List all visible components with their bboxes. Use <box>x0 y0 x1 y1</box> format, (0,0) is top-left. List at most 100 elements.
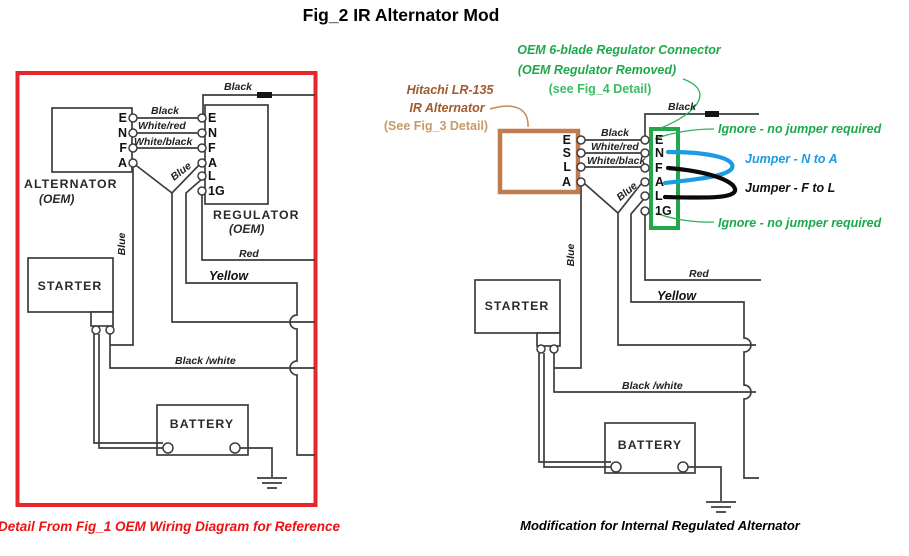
conn-terminal-L <box>640 191 650 201</box>
left-reg-letter: F <box>208 141 216 155</box>
left-reg-letter: N <box>208 126 217 140</box>
left-regulator-label: REGULATOR <box>213 208 300 222</box>
left-battery-terminal-pos <box>162 442 174 454</box>
left-alt-terminal-N <box>128 128 138 138</box>
left-label-black-top: Black <box>224 81 253 93</box>
left-regulator-sub: (OEM) <box>229 222 264 236</box>
left-label-white-black: White/black <box>134 136 194 148</box>
jumper-f-to-l-note: Jumper - F to L <box>745 181 835 195</box>
conn-terminal-E <box>640 135 650 145</box>
left-reg-terminal-E <box>197 113 207 123</box>
left-alt-terminal-E <box>128 113 138 123</box>
oem-connector-box <box>649 127 680 230</box>
right-wire-blue-vertical <box>554 186 582 369</box>
left-starter-box <box>27 257 114 313</box>
right-label-black-white: Black /white <box>622 380 683 392</box>
left-alternator-sub: (OEM) <box>39 192 74 206</box>
left-reg-letter: 1G <box>208 184 225 198</box>
ir-letter: S <box>563 146 571 160</box>
left-wire-blue-vertical <box>110 163 134 346</box>
left-starter-terminal-2 <box>105 325 115 335</box>
left-label-white-red: White/red <box>138 120 186 132</box>
ir-terminal-A <box>576 177 586 187</box>
left-cable-b <box>98 334 163 449</box>
left-regulator-box <box>204 104 269 205</box>
left-label-blue-diag: Blue <box>168 160 193 184</box>
right-starter-box <box>474 279 561 334</box>
left-starter-terminal-1 <box>91 325 101 335</box>
conn-terminal-A <box>640 177 650 187</box>
conn-terminal-F <box>640 163 650 173</box>
left-alt-terminal-A <box>128 158 138 168</box>
left-panel: E N F A E N F A L 1G ALTERNATOR (OEM) RE… <box>0 71 340 534</box>
right-panel: E S L A E N F A L 1G STARTER BATTERY Bla… <box>384 43 882 533</box>
right-wire-black-top <box>644 113 759 137</box>
right-cable-b <box>543 353 611 468</box>
right-wire-battery-ground <box>688 466 722 501</box>
left-alt-letter: F <box>119 141 127 155</box>
conn-letter: E <box>655 133 663 147</box>
ignore-top-leader <box>654 128 715 140</box>
right-battery-label: BATTERY <box>618 438 682 452</box>
left-battery-box <box>156 404 249 456</box>
right-label-red: Red <box>689 268 709 280</box>
alternator-heading-leader <box>489 105 529 128</box>
right-label-black: Black <box>601 127 630 139</box>
right-starter-terminal-2 <box>549 344 559 354</box>
conn-letter: A <box>655 175 664 189</box>
right-wire-yellow <box>630 199 759 479</box>
left-cable-a <box>93 334 163 444</box>
left-alternator-label: ALTERNATOR <box>24 177 118 191</box>
left-battery-terminal-neg <box>229 442 241 454</box>
left-wire-red <box>201 195 315 261</box>
jumper-n-to-a-wire <box>662 149 735 186</box>
right-label-black-top: Black <box>668 101 697 113</box>
ir-terminal-L <box>576 162 586 172</box>
right-battery-terminal-neg <box>677 461 689 473</box>
right-connector-mark <box>705 111 719 117</box>
left-wire-black-top <box>202 94 315 115</box>
left-starter-terminal-tab <box>90 311 114 327</box>
left-reg-terminal-L <box>197 171 207 181</box>
left-reg-terminal-A <box>197 158 207 168</box>
jumper-f-to-l-wire <box>662 165 738 200</box>
ir-letter: E <box>563 133 571 147</box>
right-ground-icon <box>706 501 736 513</box>
left-label-black: Black <box>151 105 180 117</box>
conn-terminal-N <box>640 148 650 158</box>
ir-terminal-E <box>576 135 586 145</box>
ir-alternator-box <box>497 128 581 195</box>
right-label-yellow: Yellow <box>657 289 697 303</box>
conn-letter: N <box>655 146 664 160</box>
right-starter-label: STARTER <box>485 299 550 313</box>
left-label-blue-vert: Blue <box>116 232 128 255</box>
jumper-n-to-a-note: Jumper - N to A <box>745 152 838 166</box>
left-wire-black-white <box>109 345 315 369</box>
ignore-top-note: Ignore - no jumper required <box>718 122 882 136</box>
alternator-heading-line1: Hitachi LR-135 <box>407 83 495 97</box>
left-label-yellow: Yellow <box>209 269 249 283</box>
right-label-white-black: White/black <box>587 155 647 167</box>
right-wire-black-white <box>553 368 756 393</box>
right-cable-a <box>538 353 611 463</box>
right-wire-vertex-down <box>617 213 756 346</box>
left-alt-letter: N <box>118 126 127 140</box>
left-caption: Detail From Fig_1 OEM Wiring Diagram for… <box>0 519 340 534</box>
left-wire-vertex-down <box>171 193 315 323</box>
left-reg-letter: A <box>208 156 217 170</box>
left-reg-terminal-N <box>197 128 207 138</box>
left-reg-terminal-1G <box>197 186 207 196</box>
right-caption: Modification for Internal Regulated Alte… <box>520 518 801 533</box>
left-wire-battery-ground <box>240 447 273 477</box>
left-alternator-box <box>51 107 133 173</box>
right-battery-terminal-pos <box>610 461 622 473</box>
left-reg-letter: E <box>208 111 216 125</box>
left-alt-letter: A <box>118 156 127 170</box>
left-panel-red-border <box>15 71 318 507</box>
ir-terminal-S <box>576 148 586 158</box>
alternator-heading-line3: (See Fig_3 Detail) <box>384 119 488 133</box>
connector-heading-line1: OEM 6-blade Regulator Connector <box>517 43 722 57</box>
connector-heading-line2: (OEM Regulator Removed) <box>518 63 676 77</box>
left-alt-terminal-F <box>128 143 138 153</box>
